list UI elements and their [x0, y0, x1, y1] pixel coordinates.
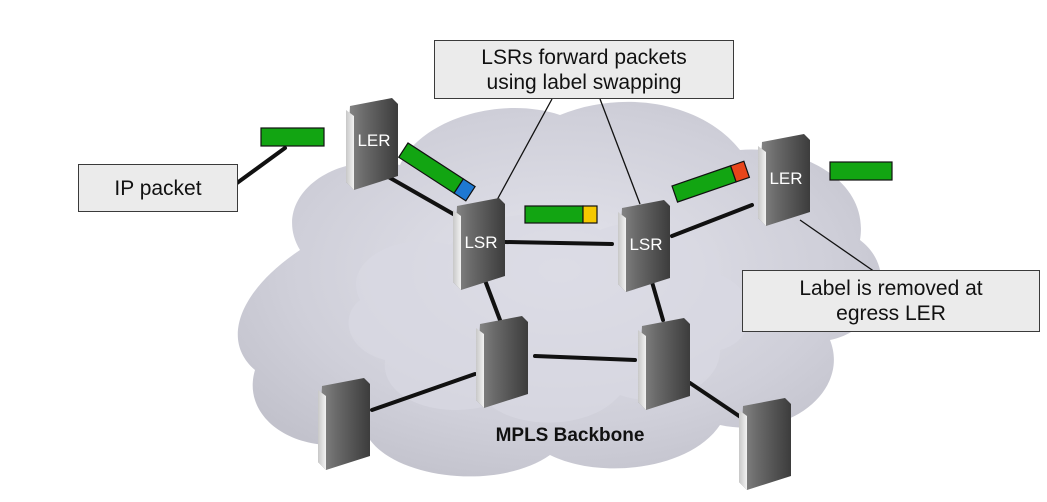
link-lsr-lsr — [503, 240, 614, 246]
callout-lsr-forward-line1: LSRs forward packets — [481, 45, 687, 69]
label-yellow — [582, 205, 598, 224]
callout-lsr-forward-line2: using label swapping — [486, 70, 682, 94]
router-lsr-left: LSR — [453, 198, 505, 290]
link-lsr-left-core-a — [481, 273, 502, 322]
link-ler-lsr-left — [383, 173, 457, 217]
router-lsr-right: LSR — [618, 200, 670, 292]
router-core-b — [638, 318, 690, 410]
pointer-lsr-left — [496, 98, 553, 201]
ip-packet-unlabeled — [260, 127, 325, 147]
callout-ip-packet: IP packet — [78, 164, 238, 212]
lsr-right-label: LSR — [629, 235, 662, 254]
packet-labeled-blue — [397, 142, 476, 202]
ler-egress-label: LER — [769, 169, 802, 188]
cloud-label: MPLS Backbone — [496, 425, 645, 446]
link-core-b-edge-right — [688, 381, 747, 422]
router-core-a — [476, 316, 528, 408]
router-ler-egress: LER — [758, 134, 810, 226]
packet-body — [524, 205, 584, 224]
ler-ingress-label: LER — [357, 131, 390, 150]
link-ip-to-ler — [235, 146, 287, 185]
router-ler-ingress: LER — [346, 98, 398, 190]
packet-labeled-yellow — [524, 205, 598, 224]
packets — [260, 127, 893, 224]
label-red — [729, 160, 751, 183]
callout-label-removed-line2: egress LER — [836, 302, 946, 325]
router-edge-right — [739, 398, 791, 490]
link-core-a-core-b — [533, 354, 637, 362]
lsr-left-label: LSR — [464, 233, 497, 252]
label-blue — [453, 178, 476, 202]
callout-label-removed: Label is removed at egress LER — [742, 270, 1040, 332]
callout-lsr-forward: LSRs forward packets using label swappin… — [434, 40, 734, 99]
ip-packet-egress — [829, 161, 893, 181]
callout-pointers — [496, 98, 876, 273]
router-edge-left — [318, 378, 370, 470]
link-lsr-right-core-b — [650, 280, 665, 322]
links — [235, 146, 754, 422]
packet-labeled-red — [671, 160, 751, 203]
callout-label-removed-line1: Label is removed at — [799, 277, 983, 300]
pointer-lsr-right — [599, 98, 641, 205]
link-core-a-edge-left — [370, 372, 477, 412]
pointer-egress-ler — [799, 219, 876, 273]
link-lsr-right-ler-egress — [670, 203, 754, 238]
callout-ip-packet-text: IP packet — [114, 176, 202, 200]
